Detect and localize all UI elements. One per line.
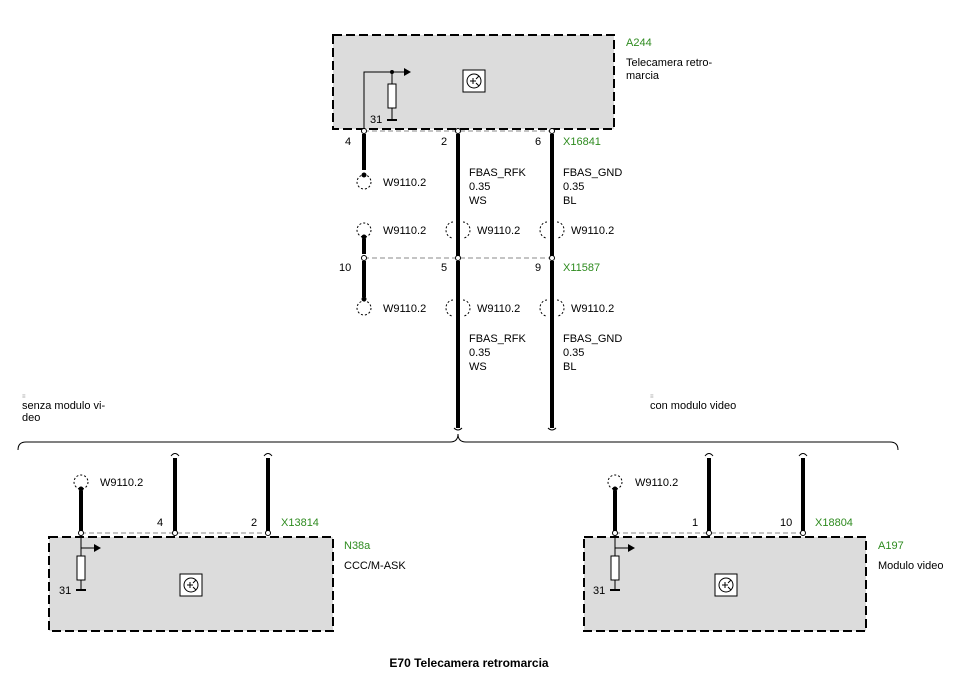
component-name-n38a: CCC/M-ASK — [344, 560, 406, 572]
wire-name-upper-2: FBAS_GND — [563, 167, 622, 179]
component-name-a244-line1: Telecamera retro- — [626, 57, 713, 69]
svg-text:≡: ≡ — [650, 394, 654, 400]
wire-color-lower-2: BL — [563, 361, 576, 373]
component-id-a197: A197 — [878, 540, 904, 552]
connector-id-x13814: X13814 — [281, 517, 319, 529]
connector-id-x18804: X18804 — [815, 517, 853, 529]
ground-label-left: 31 — [59, 585, 71, 597]
shield-label-left: W9110.2 — [100, 477, 143, 489]
pin-label-right-2: 10 — [780, 517, 792, 529]
shield-symbol-7 — [539, 299, 565, 317]
module-symbol-icon-right — [714, 573, 738, 597]
pin-label-left-1: 4 — [157, 517, 163, 529]
shield-label-3: W9110.2 — [477, 225, 520, 237]
component-name-a197: Modulo video — [878, 560, 943, 572]
variant-label-left-line2: deo — [22, 412, 40, 424]
connector-id-x16841: X16841 — [563, 136, 601, 148]
shield-symbol-left — [73, 474, 89, 490]
resistor-ground-icon-left — [76, 537, 101, 591]
resistor-ground-icon-right — [610, 537, 635, 591]
wire-name-lower-1: FBAS_RFK — [469, 333, 527, 345]
component-name-a244-line2: marcia — [626, 70, 660, 82]
wire-name-upper-1: FBAS_RFK — [469, 167, 527, 179]
wire-size-lower-2: 0.35 — [563, 347, 584, 359]
variant-label-left-line1: senza modulo vi- — [22, 400, 105, 412]
shield-symbol-4 — [539, 221, 565, 239]
wire-name-lower-2: FBAS_GND — [563, 333, 622, 345]
ground-label-top: 31 — [370, 114, 382, 126]
shield-symbol-right — [607, 474, 623, 490]
shield-label-1: W9110.2 — [383, 177, 426, 189]
camera-symbol-icon — [462, 69, 486, 93]
shield-symbol-2 — [356, 222, 372, 238]
shield-symbol-5 — [356, 300, 372, 316]
pin-label-mid-2: 5 — [441, 262, 447, 274]
pin-label-top-2: 2 — [441, 136, 447, 148]
pin-label-top-1: 4 — [345, 136, 351, 148]
shield-label-2: W9110.2 — [383, 225, 426, 237]
pin-label-mid-1: 10 — [339, 262, 351, 274]
module-symbol-icon-left — [179, 573, 203, 597]
wire-size-upper-2: 0.35 — [563, 181, 584, 193]
wire-color-upper-1: WS — [469, 195, 487, 207]
shield-label-6: W9110.2 — [477, 303, 520, 315]
resistor-ground-icon — [363, 68, 411, 130]
wire-size-upper-1: 0.35 — [469, 181, 490, 193]
shield-symbol-6 — [445, 299, 471, 317]
wire-color-lower-1: WS — [469, 361, 487, 373]
component-id-a244: A244 — [626, 37, 652, 49]
wire-size-lower-1: 0.35 — [469, 347, 490, 359]
shield-label-right: W9110.2 — [635, 477, 678, 489]
connector-id-x11587: X11587 — [563, 262, 600, 274]
shield-symbol-3 — [445, 221, 471, 239]
shield-label-5: W9110.2 — [383, 303, 426, 315]
variant-brace — [17, 433, 899, 451]
wire-color-upper-2: BL — [563, 195, 576, 207]
shield-label-7: W9110.2 — [571, 303, 614, 315]
svg-text:≡: ≡ — [22, 394, 26, 400]
shield-label-4: W9110.2 — [571, 225, 614, 237]
diagram-title: E70 Telecamera retromarcia — [389, 656, 549, 670]
pin-label-mid-3: 9 — [535, 262, 541, 274]
pin-label-top-3: 6 — [535, 136, 541, 148]
ground-label-right: 31 — [593, 585, 605, 597]
component-id-n38a: N38a — [344, 540, 371, 552]
pin-label-left-2: 2 — [251, 517, 257, 529]
variant-label-right: con modulo video — [650, 400, 736, 412]
pin-label-right-1: 1 — [692, 517, 698, 529]
